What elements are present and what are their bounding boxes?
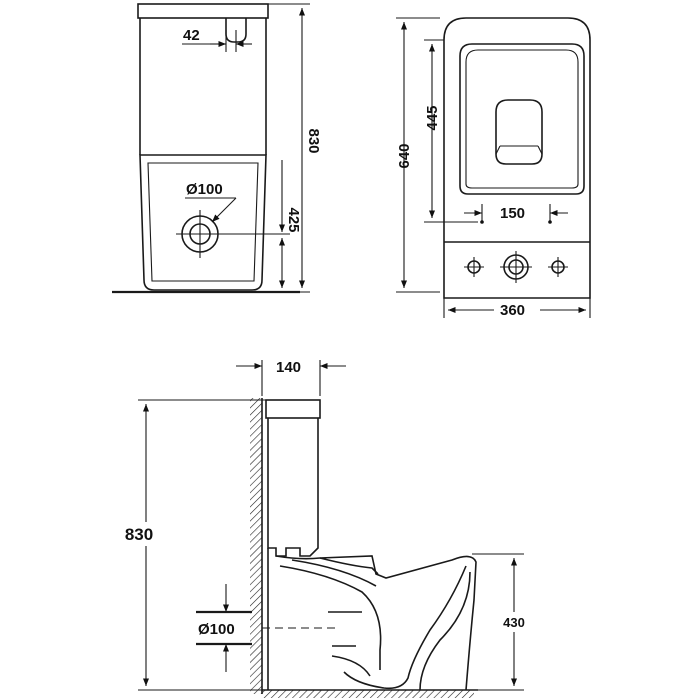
top-bowl-well-facets bbox=[495, 145, 543, 155]
dim-430-label-bg bbox=[496, 612, 532, 632]
floor-hatch bbox=[262, 690, 474, 698]
side-trap-outer bbox=[279, 565, 382, 670]
cistern-body bbox=[139, 18, 267, 155]
side-drain-diameter-label: Ø100 bbox=[198, 621, 235, 638]
wall-hatch bbox=[250, 398, 262, 694]
top-width-label: 360 bbox=[500, 302, 525, 319]
top-bowl-rim-inner bbox=[465, 49, 579, 189]
side-bowl-front-curve bbox=[343, 565, 467, 690]
side-view: 140 830 Ø100 430 bbox=[112, 359, 532, 698]
dim-150-dot-left bbox=[480, 220, 484, 224]
top-bolt-left bbox=[464, 257, 484, 277]
side-wall-offset-label: 140 bbox=[276, 359, 301, 376]
top-bolt-spacing-label: 150 bbox=[500, 205, 525, 222]
side-trap-upper bbox=[291, 559, 377, 587]
top-bolt-right bbox=[548, 257, 568, 277]
dim-830-side-label-bg bbox=[112, 522, 166, 546]
side-trap-outlet bbox=[331, 655, 371, 677]
front-outlet-width-label: 42 bbox=[183, 27, 200, 44]
front-total-height-label: 830 bbox=[305, 128, 322, 153]
front-view: Ø100 42 830 425 bbox=[112, 3, 322, 294]
side-seat-height-label: 430 bbox=[503, 615, 525, 630]
cistern-lid bbox=[137, 3, 269, 19]
side-flush-valve bbox=[267, 536, 319, 557]
top-outer-shell bbox=[443, 17, 591, 299]
side-total-height-label: 830 bbox=[125, 525, 153, 544]
side-cistern-body bbox=[267, 418, 319, 536]
bowl-inner-panel bbox=[147, 162, 259, 282]
top-depth-label: 640 bbox=[396, 143, 413, 168]
side-cistern-lid bbox=[265, 399, 321, 419]
side-rim bbox=[319, 557, 379, 575]
bowl-outer bbox=[139, 154, 267, 291]
side-bowl-front-outer bbox=[419, 571, 471, 691]
top-drain-center bbox=[500, 251, 532, 283]
side-bowl-outer bbox=[275, 555, 477, 691]
front-drain-height-label: 425 bbox=[285, 207, 302, 232]
front-drain-diameter-label: Ø100 bbox=[186, 181, 223, 198]
top-bowl-rim-outer bbox=[459, 43, 585, 195]
top-view: 150 360 640 445 bbox=[396, 17, 591, 319]
dim-150-dot-right bbox=[548, 220, 552, 224]
top-bowl-well bbox=[495, 99, 543, 165]
top-bowl-depth-label: 445 bbox=[424, 105, 441, 130]
drain-leader-arrow bbox=[211, 197, 237, 223]
